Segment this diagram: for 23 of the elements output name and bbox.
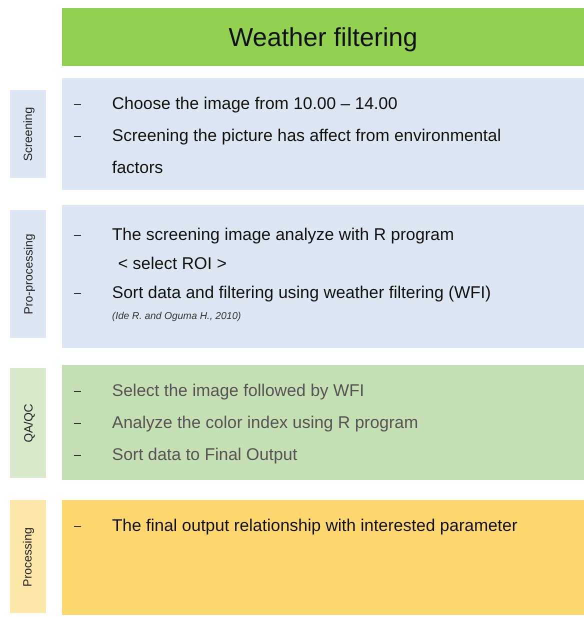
stage-panel: [62, 500, 584, 615]
stage-panel: [62, 78, 584, 190]
bullet-text: The screening image analyze with R program: [112, 225, 454, 244]
stage-tab: [10, 210, 46, 338]
citation-text: (Ide R. and Oguma H., 2010): [112, 311, 241, 322]
stage-tab: [10, 500, 46, 613]
stage-name: QA/QC: [21, 404, 35, 442]
bullet-text: Sort data to Final Output: [112, 445, 298, 464]
stage-panel: [62, 205, 584, 348]
bullet-text: Select the image followed by WFI: [112, 381, 364, 400]
stage-tab: [10, 368, 46, 478]
stage-panel: [62, 365, 584, 480]
stage-name: Processing: [21, 526, 35, 586]
stage-tab: [10, 90, 46, 178]
bullet-text: Analyze the color index using R program: [112, 413, 418, 432]
bullet-text: Screening the picture has affect from environmental factors: [112, 126, 502, 177]
stage-name: Screening: [21, 106, 35, 162]
bullet-text: Sort data and filtering using weather filtering (WFI): [112, 283, 491, 302]
bullet-text: The final output relationship with interested parameter: [112, 516, 518, 535]
bullet-text: Choose the image from 10.00 – 14.00: [112, 94, 398, 113]
title-banner: Weather filtering: [62, 8, 584, 66]
stage-name: Pro-processing: [21, 234, 35, 314]
note-text: < select ROI >: [118, 254, 227, 273]
